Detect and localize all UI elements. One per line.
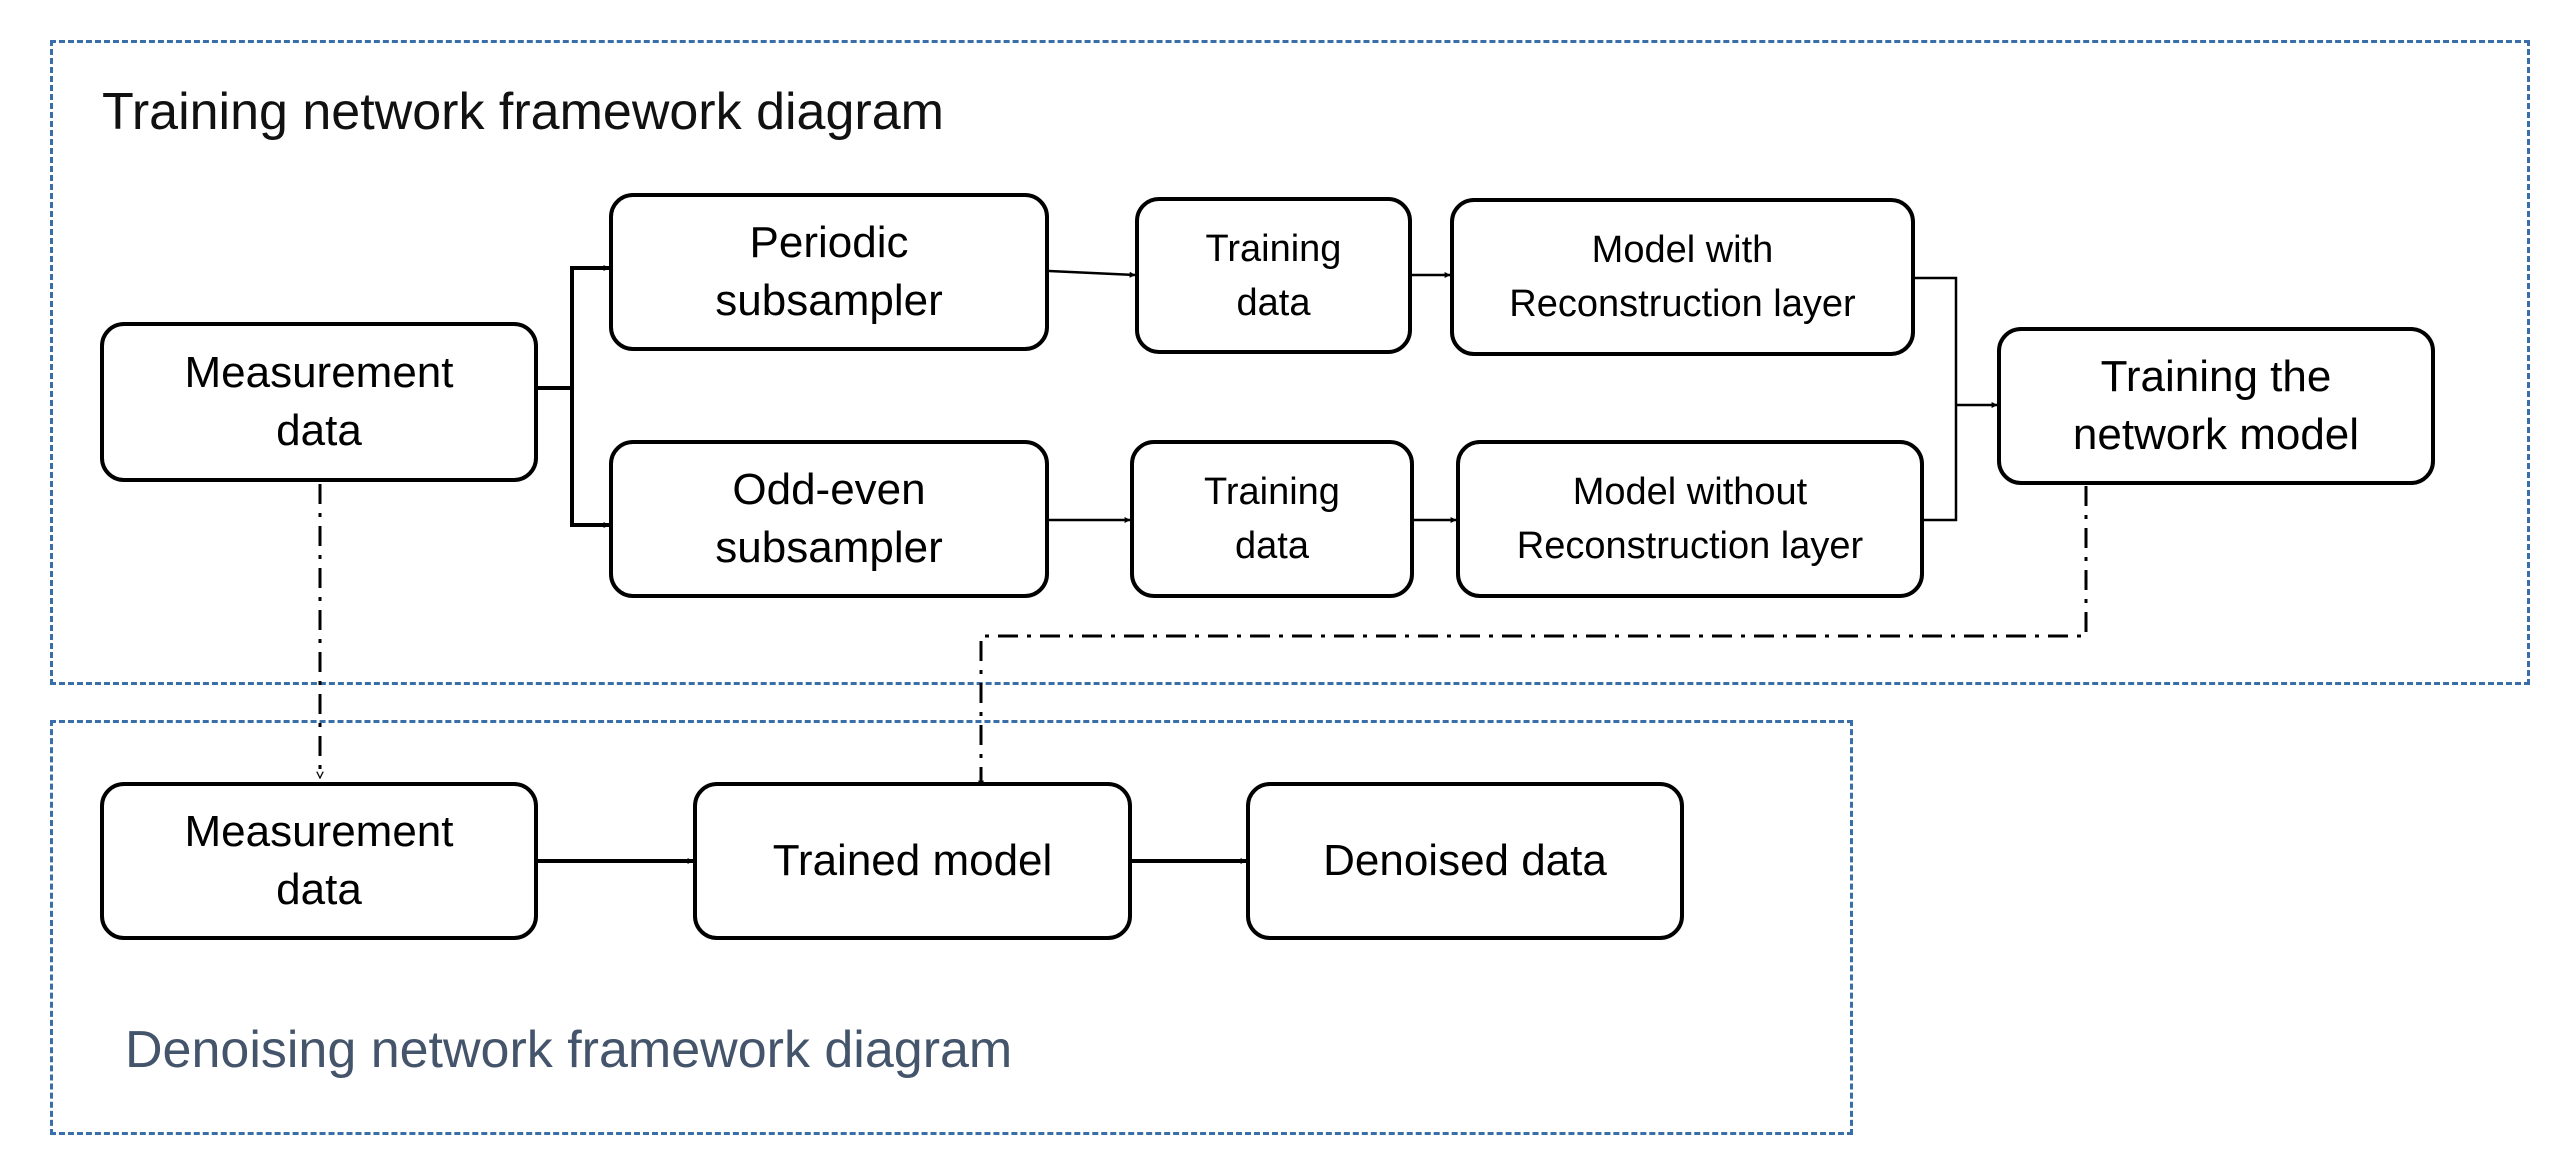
odd-even-subsampler-node: Odd-even subsampler [609, 440, 1049, 598]
denoising-group-title: Denoising network framework diagram [125, 1021, 1013, 1079]
model-with-reconstruction-node: Model with Reconstruction layer [1450, 198, 1915, 356]
model-without-reconstruction-label: Model without Reconstruction layer [1516, 471, 1864, 567]
training-data-bottom-node: Training data [1130, 440, 1414, 598]
measurement-data-label: Measurement data [184, 348, 454, 455]
training-network-model-label: Training the network model [2072, 352, 2360, 459]
training-data-top-label: Training data [1205, 227, 1342, 324]
periodic-subsampler-label: Periodic subsampler [715, 218, 943, 325]
training-network-model-node: Training the network model [1997, 327, 2435, 485]
trained-model-label: Trained model [772, 836, 1053, 885]
odd-even-subsampler-label: Odd-even subsampler [715, 465, 943, 572]
model-with-reconstruction-label: Model with Reconstruction layer [1509, 229, 1856, 325]
trained-model-node: Trained model [693, 782, 1132, 940]
model-without-reconstruction-node: Model without Reconstruction layer [1456, 440, 1924, 598]
training-group-frame [50, 40, 2530, 685]
edge-models-merge [1915, 276, 1958, 522]
periodic-subsampler-node: Periodic subsampler [609, 193, 1049, 351]
denoising-group-frame [50, 720, 1853, 1135]
training-group-title: Training network framework diagram [102, 83, 944, 141]
edge-trained-network-to-trained-model [978, 486, 2088, 787]
edge-periodic-to-training-data [1048, 269, 1136, 278]
denoised-data-label: Denoised data [1323, 836, 1607, 885]
denoising-measurement-data-node: Measurement data [100, 782, 538, 940]
denoised-data-node: Denoised data [1246, 782, 1684, 940]
training-data-top-node: Training data [1135, 197, 1412, 354]
measurement-data-node: Measurement data [100, 322, 538, 482]
edge-measurement-to-subsamplers [538, 268, 574, 525]
training-data-bottom-label: Training data [1204, 471, 1340, 567]
denoising-measurement-data-label: Measurement data [184, 807, 454, 914]
